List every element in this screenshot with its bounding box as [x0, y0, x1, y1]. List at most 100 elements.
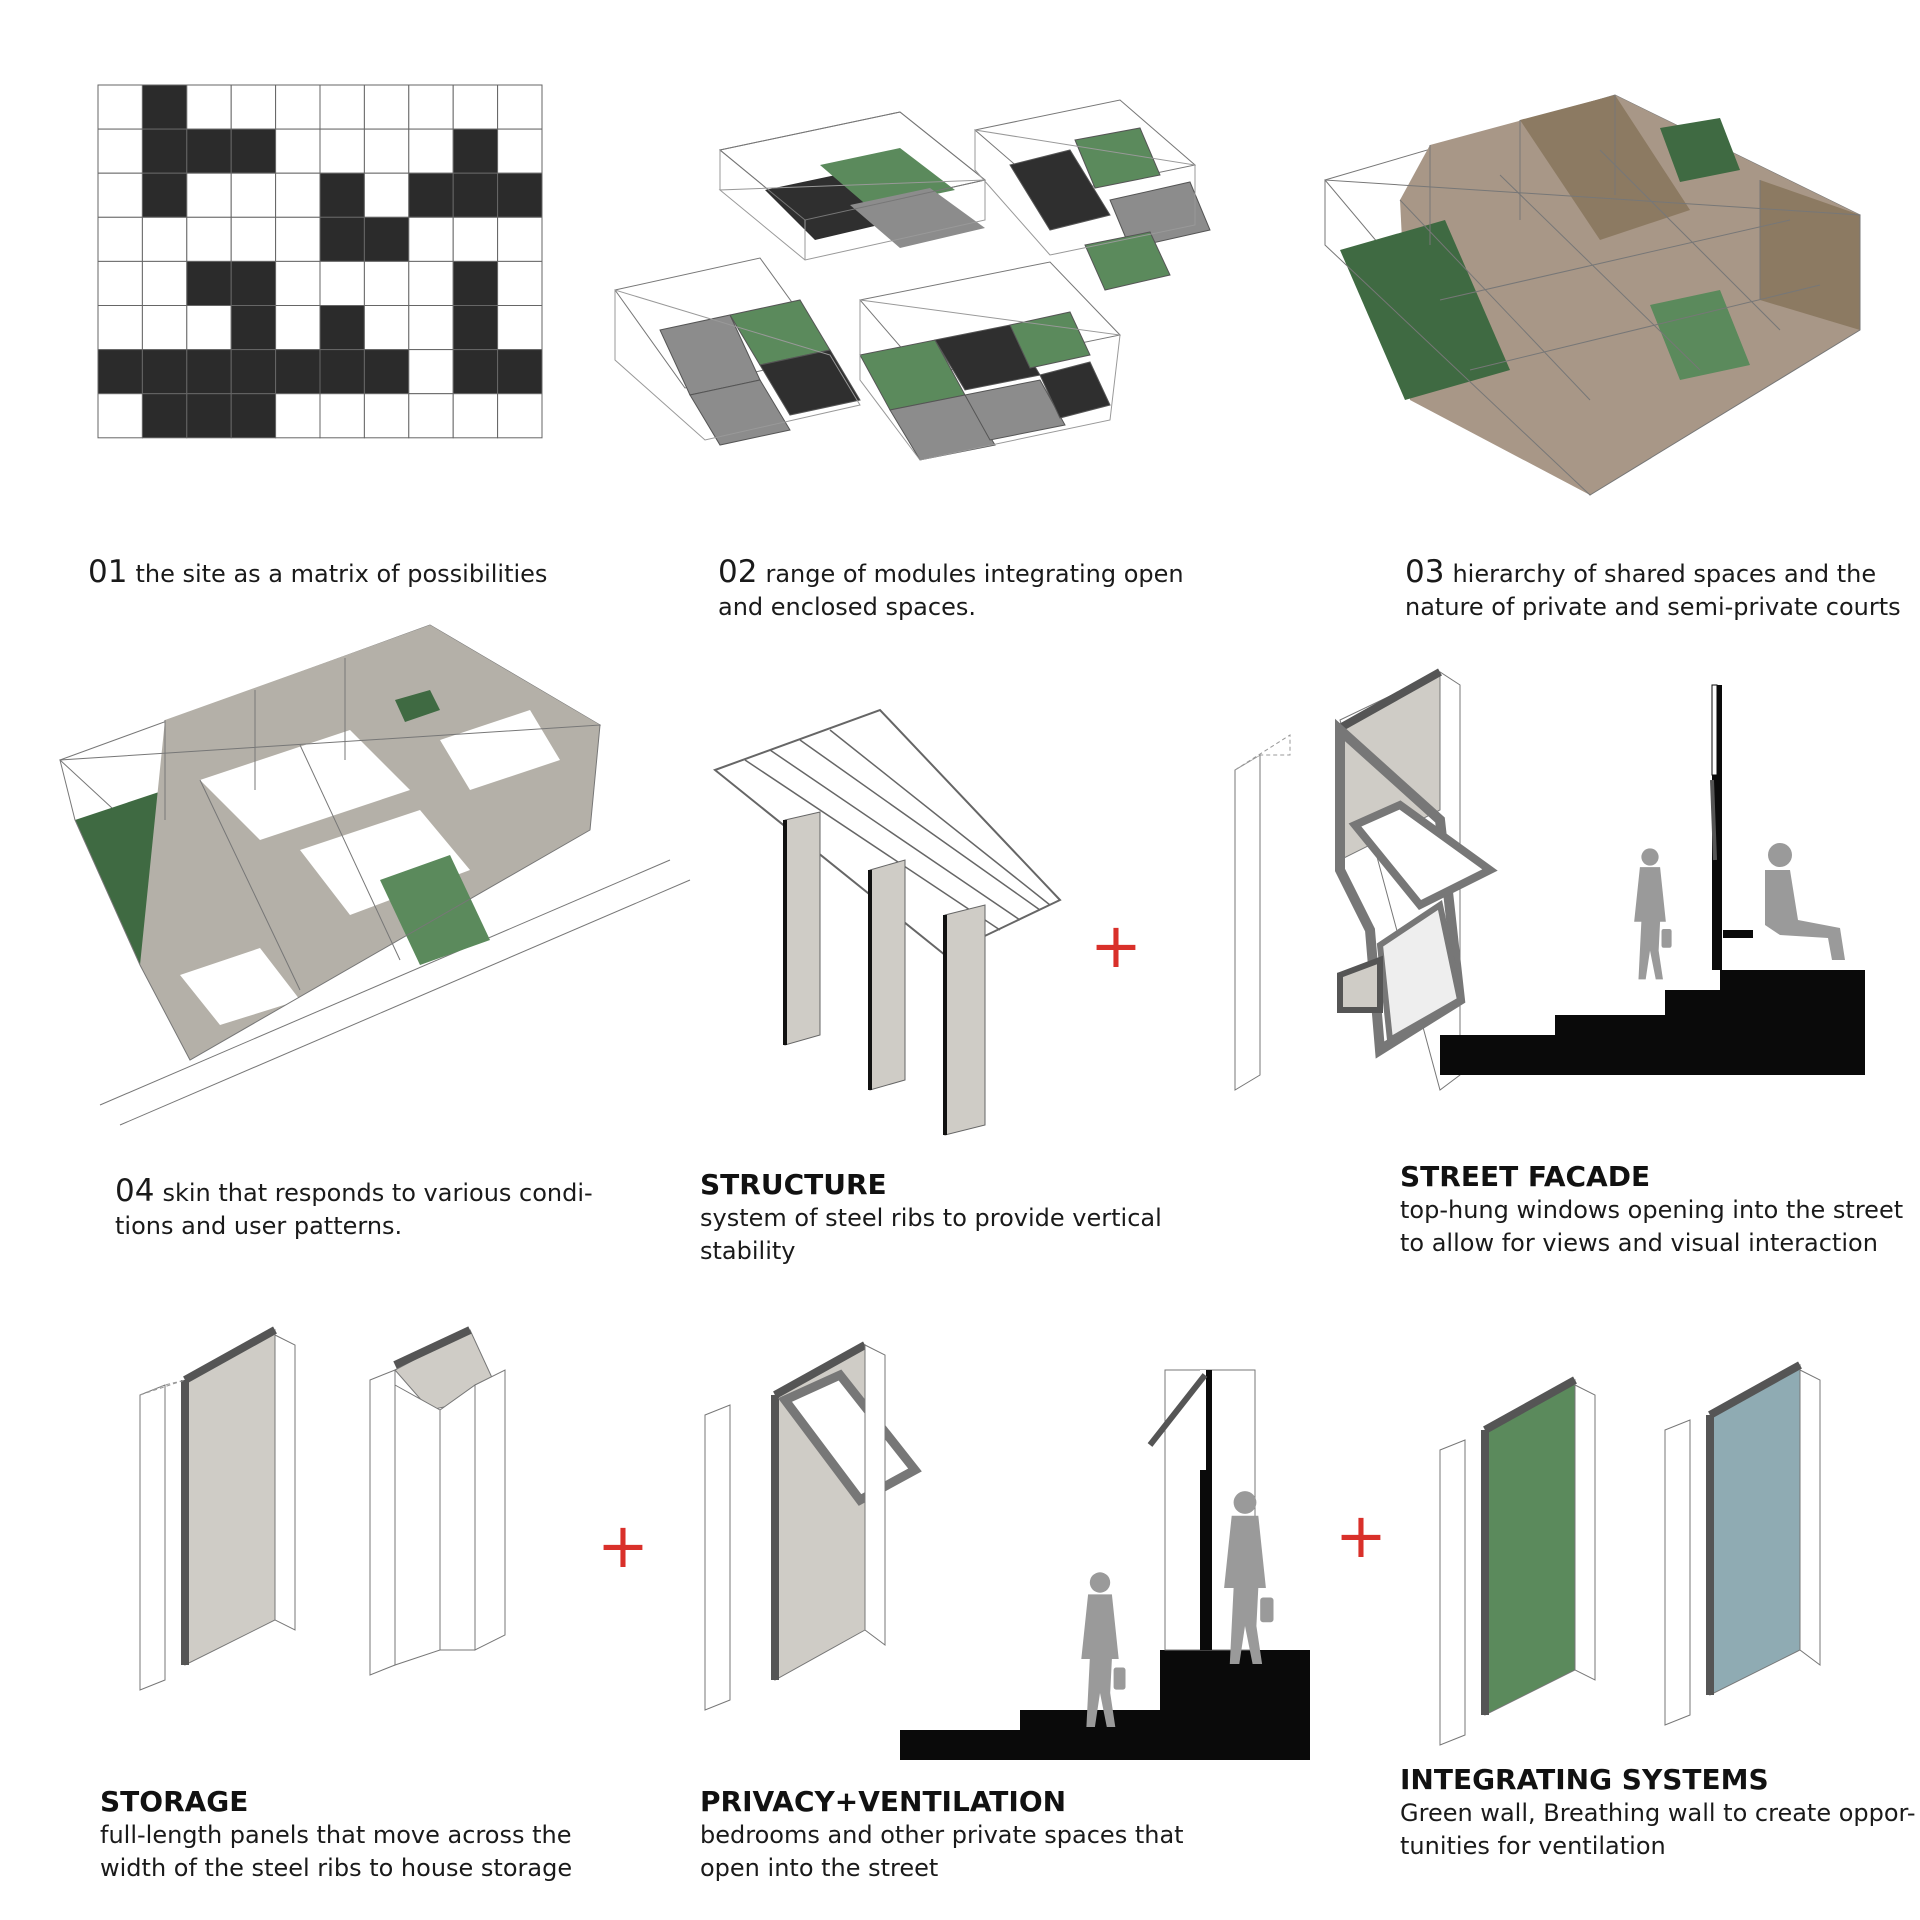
caption-03-number: 03 — [1405, 554, 1445, 590]
grid-cell-filled — [319, 216, 365, 262]
grid-cell-filled — [230, 305, 277, 351]
grid-cell-filled — [230, 260, 277, 306]
caption-01-number: 01 — [88, 554, 128, 590]
grid-cell-empty — [408, 260, 454, 306]
caption-04-text: skin that responds to various condi- tio… — [115, 1179, 593, 1240]
grid-cell-empty — [141, 305, 188, 351]
grid-cell-empty — [452, 84, 499, 130]
grid-cell-empty — [97, 216, 143, 262]
grid-cell-filled — [363, 216, 410, 262]
privacy-text: bedrooms and other private spaces that o… — [700, 1821, 1184, 1882]
grid-cell-empty — [97, 305, 143, 351]
grid-cell-empty — [363, 84, 410, 130]
grid-cell-empty — [97, 84, 143, 130]
grid-cell-empty — [497, 84, 543, 130]
grid-cell-empty — [363, 260, 410, 306]
integrating-text: Green wall, Breathing wall to create opp… — [1400, 1799, 1916, 1860]
grid-cell-empty — [230, 172, 277, 218]
grid-cell-empty — [408, 84, 454, 130]
grid-cell-filled — [141, 349, 188, 395]
grid-cell-empty — [408, 349, 454, 395]
grid-cell-filled — [230, 393, 277, 439]
integrating-systems — [1439, 1361, 1821, 1746]
grid-cell-filled — [230, 349, 277, 395]
grid-cell-filled — [141, 172, 188, 218]
grid-cell-empty — [452, 216, 499, 262]
caption-03-text: hierarchy of shared spaces and the natur… — [1405, 560, 1901, 621]
grid-cell-empty — [186, 305, 232, 351]
storage-title: STORAGE — [100, 1785, 249, 1818]
grid-cell-filled — [452, 172, 499, 218]
integrating-title: INTEGRATING SYSTEMS — [1400, 1763, 1769, 1796]
grid-cell-filled — [186, 393, 232, 439]
grid-cell-empty — [319, 393, 365, 439]
grid-cell-empty — [97, 172, 143, 218]
grid-cell-empty — [319, 128, 365, 174]
grid-cell-filled — [497, 172, 543, 218]
plus-sign-privacy: + — [1335, 1499, 1387, 1572]
grid-cell-empty — [408, 128, 454, 174]
grid-cell-empty — [408, 305, 454, 351]
module-a — [718, 111, 987, 261]
grid-cell-filled — [452, 128, 499, 174]
grid-cell-empty — [408, 216, 454, 262]
grid-cell-filled — [452, 305, 499, 351]
grid-cell-empty — [497, 216, 543, 262]
grid-cell-empty — [497, 305, 543, 351]
grid-cell-empty — [275, 84, 321, 130]
grid-cell-empty — [275, 393, 321, 439]
grid-cell-filled — [97, 349, 143, 395]
module-d — [859, 261, 1121, 461]
street-facade — [1234, 668, 1865, 1091]
grid-cell-empty — [363, 128, 410, 174]
skin-block — [59, 624, 691, 1126]
grid-cell-empty — [497, 260, 543, 306]
structure-text: system of steel ribs to provide vertical… — [700, 1204, 1162, 1265]
grid-cell-empty — [319, 84, 365, 130]
caption-street-facade: STREET FACADE top-hung windows opening i… — [1400, 1160, 1903, 1260]
caption-storage: STORAGE full-length panels that move acr… — [100, 1785, 572, 1885]
grid-cell-empty — [97, 393, 143, 439]
grid-cell-empty — [97, 128, 143, 174]
module-cluster — [614, 99, 1211, 461]
caption-integrating: INTEGRATING SYSTEMS Green wall, Breathin… — [1400, 1763, 1916, 1863]
street-facade-text: top-hung windows opening into the street… — [1400, 1196, 1904, 1257]
storage-text: full-length panels that move across the … — [100, 1821, 573, 1882]
grid-cell-empty — [497, 393, 543, 439]
grid-cell-empty — [452, 393, 499, 439]
grid-cell-empty — [186, 216, 232, 262]
shared-spaces-block — [1324, 94, 1861, 496]
grid-cell-filled — [497, 349, 543, 395]
grid-cell-filled — [408, 172, 454, 218]
caption-privacy: PRIVACY+VENTILATION bedrooms and other p… — [700, 1785, 1184, 1885]
grid-cell-filled — [363, 349, 410, 395]
grid-cell-filled — [319, 172, 365, 218]
grid-cell-empty — [186, 172, 232, 218]
grid-cell-filled — [319, 349, 365, 395]
grid-cell-empty — [97, 260, 143, 306]
grid-cell-empty — [275, 172, 321, 218]
structure-title: STRUCTURE — [700, 1168, 887, 1201]
structure-ribs — [712, 708, 1062, 1136]
grid-cell-empty — [408, 393, 454, 439]
plus-sign-structure: + — [1090, 909, 1142, 982]
grid-cell-filled — [186, 260, 232, 306]
storage-panels — [139, 1326, 506, 1691]
grid-cell-empty — [230, 84, 277, 130]
grid-cell-empty — [275, 260, 321, 306]
grid-cell-empty — [275, 216, 321, 262]
caption-04-number: 04 — [115, 1173, 155, 1209]
caption-01-text: the site as a matrix of possibilities — [135, 560, 548, 588]
grid-cell-filled — [230, 128, 277, 174]
grid-cell-empty — [141, 260, 188, 306]
module-c — [614, 257, 861, 446]
module-b — [973, 99, 1211, 291]
grid-cell-filled — [452, 260, 499, 306]
privacy-ventilation — [704, 1341, 1310, 1760]
street-facade-title: STREET FACADE — [1400, 1160, 1651, 1193]
grid-cell-filled — [141, 393, 188, 439]
